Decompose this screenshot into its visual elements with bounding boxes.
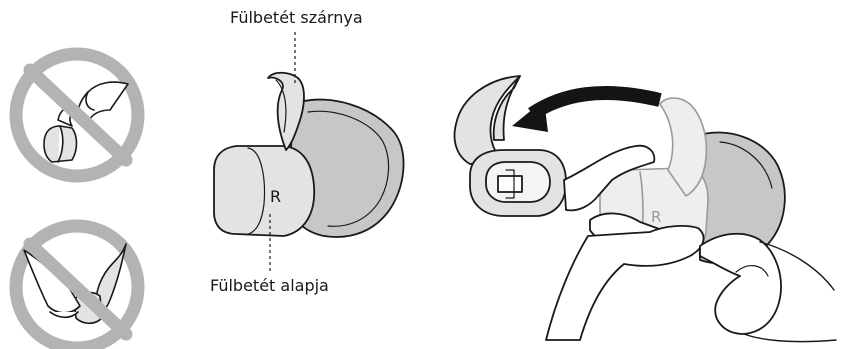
tip-side-letter: R <box>270 187 281 206</box>
removal-step-illustration: R <box>455 76 836 342</box>
base-label: Fülbetét alapja <box>210 277 329 295</box>
prohibited-pull-wing-icon <box>16 226 138 348</box>
prohibited-pinch-icon <box>16 54 138 176</box>
wing-label: Fülbetét szárnya <box>230 9 363 27</box>
ghost-side-letter: R <box>651 208 661 226</box>
eartip-illustration: R <box>214 32 404 272</box>
rotate-arrow-icon <box>512 93 660 132</box>
